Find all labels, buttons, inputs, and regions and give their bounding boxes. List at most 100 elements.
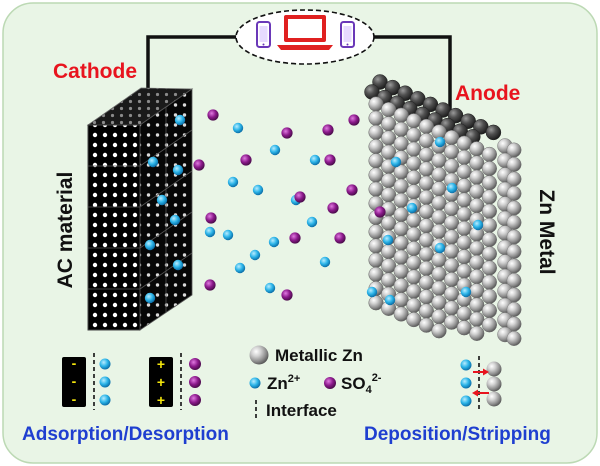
zn-sphere — [393, 306, 409, 322]
zn-ion — [232, 122, 244, 134]
sulfate-ion — [346, 184, 358, 196]
sulfate-ion — [205, 212, 217, 224]
deposition-arrow — [473, 368, 489, 376]
zn-ion — [99, 394, 111, 406]
sulfate-ion — [348, 114, 360, 126]
zn-sphere — [418, 317, 434, 333]
zn-sphere — [469, 325, 485, 341]
laptop-icon — [277, 15, 333, 50]
zn-ion — [460, 286, 472, 298]
zn-ion — [434, 242, 446, 254]
zn-sphere-dark — [485, 124, 502, 141]
svg-text:+: + — [157, 356, 165, 372]
stripping-arrow — [472, 389, 489, 397]
zn-sphere — [481, 232, 497, 248]
zn-ion — [390, 156, 402, 168]
anode-wire — [373, 35, 452, 116]
legend-key: Metallic Zn Zn2+ SO42- Interface — [249, 345, 382, 420]
zn-sphere — [368, 295, 384, 311]
zn-ion — [264, 282, 276, 294]
positive-electrode-icon — [149, 357, 173, 407]
sulfate-ion — [204, 279, 216, 291]
phone-icon — [340, 21, 355, 48]
zn-sphere — [481, 217, 497, 233]
zn-ion — [144, 239, 156, 251]
zn-ion — [172, 164, 184, 176]
cathode-wire — [146, 35, 238, 108]
interface-label: Interface — [266, 401, 337, 420]
deposition-stripping-label: Deposition/Stripping — [364, 424, 551, 445]
zn-sphere — [481, 246, 497, 262]
zn-sphere — [456, 320, 472, 336]
phone-icon — [256, 21, 271, 48]
zn-sphere — [481, 260, 497, 276]
zn-ion — [406, 202, 418, 214]
zn-ion — [172, 259, 184, 271]
svg-text:+: + — [157, 392, 165, 408]
deposition-legend — [460, 356, 502, 410]
zn-ion — [460, 395, 472, 407]
zn-sphere — [481, 317, 497, 333]
sulfate-ion — [334, 232, 346, 244]
device-group — [235, 9, 375, 65]
zn-ion — [156, 194, 168, 206]
zn-sphere — [444, 314, 460, 330]
zn-sphere — [481, 161, 497, 177]
zn-ion — [227, 176, 239, 188]
zn-metal-label: Zn Metal — [535, 189, 558, 274]
sulfate-ion — [189, 394, 201, 406]
cathode-label: Cathode — [53, 60, 137, 83]
zn-sphere — [481, 146, 497, 162]
svg-text:-: - — [72, 373, 77, 389]
zn-ion — [384, 294, 396, 306]
zn-ion — [222, 229, 234, 241]
zn-sphere — [481, 175, 497, 191]
metallic-zn-label: Metallic Zn — [275, 346, 363, 365]
zn-ion — [309, 154, 321, 166]
zn-ion — [144, 292, 156, 304]
zn-ion — [434, 136, 446, 148]
zn-ion — [269, 144, 281, 156]
zn-ion — [169, 214, 181, 226]
zn-sphere — [406, 312, 422, 328]
sulfate-ion — [374, 206, 386, 218]
zn-ion — [382, 234, 394, 246]
zn-ion — [204, 226, 216, 238]
zn-sphere — [431, 323, 447, 339]
zn-ion — [460, 377, 472, 389]
zn-ion — [472, 219, 484, 231]
ac-material-label: AC material — [54, 172, 77, 289]
zn-ion — [446, 182, 458, 194]
zn-sphere — [506, 331, 522, 346]
zn-ion — [268, 236, 280, 248]
zn-sphere — [481, 203, 497, 219]
adsorption-desorption-label: Adsorption/Desorption — [22, 424, 229, 445]
zn-ion — [366, 286, 378, 298]
zn-ion — [99, 376, 111, 388]
svg-text:-: - — [72, 355, 77, 371]
sulfate-ion — [327, 202, 339, 214]
sulfate-legend-dot — [324, 377, 336, 389]
ion-layer — [144, 109, 484, 306]
zn-sphere — [486, 361, 502, 377]
zn-ion — [306, 216, 318, 228]
zn-ion-label: Zn2+ — [267, 373, 300, 393]
zn-ion — [234, 262, 246, 274]
zn-ion — [460, 359, 472, 371]
adsorption-legend: - - - + + + — [62, 353, 201, 410]
svg-text:+: + — [157, 374, 165, 390]
zn-ion-legend-dot — [249, 377, 261, 389]
zn-sphere — [481, 274, 497, 290]
cathode-electrode — [86, 87, 194, 331]
sulfate-ion — [324, 154, 336, 166]
cathode-front-face — [87, 124, 141, 331]
zn-ion — [147, 156, 159, 168]
zn-sphere — [486, 376, 502, 392]
zn-sphere — [486, 391, 502, 407]
svg-text:-: - — [72, 391, 77, 407]
zn-ion — [99, 358, 111, 370]
sulfate-ion — [281, 289, 293, 301]
sulfate-ion — [322, 124, 334, 136]
zn-ion — [252, 184, 264, 196]
